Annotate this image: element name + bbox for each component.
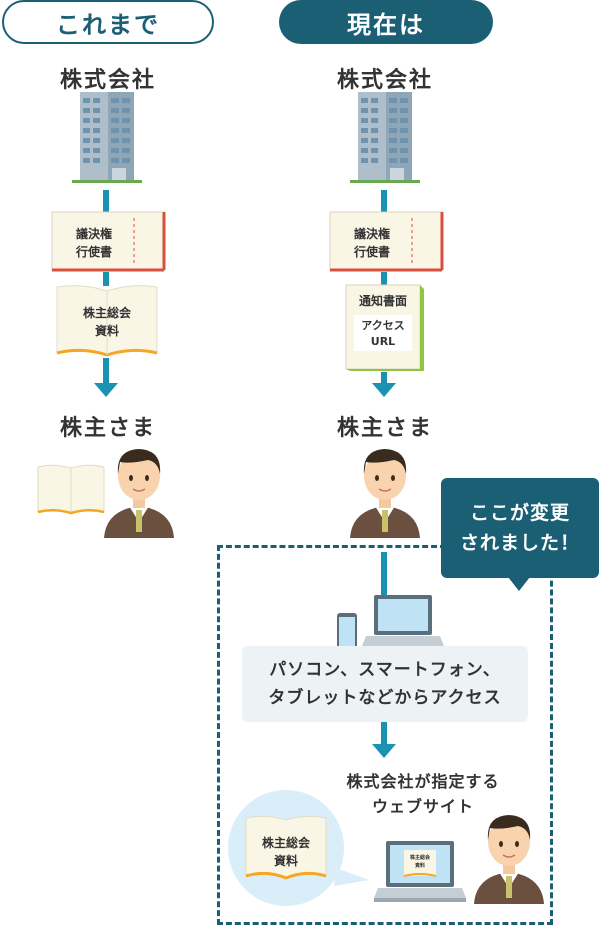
- left-proxy-form-doc: [51, 211, 166, 272]
- left-proxy-form-line2: 行使書: [75, 245, 112, 259]
- change-area-box: [217, 545, 553, 925]
- right-flow-line-2: [381, 272, 387, 286]
- bubble-materials-line2: 資料: [273, 854, 298, 868]
- access-text-line2: タブレットなどからアクセス: [268, 688, 502, 708]
- website-laptop-icon: [374, 841, 466, 902]
- screen-materials-line2: 資料: [414, 863, 425, 869]
- left-open-book-icon: [37, 464, 105, 515]
- left-proxy-form-line1: 議決権: [75, 227, 112, 241]
- left-building-icon: [72, 92, 142, 183]
- left-materials-line2: 資料: [94, 324, 119, 338]
- right-proxy-form-doc: [329, 211, 444, 272]
- callout-line1: ここが変更: [469, 501, 570, 524]
- left-flow-arrow: [94, 383, 118, 397]
- right-building-icon: [350, 92, 420, 183]
- laptop-icon: [362, 595, 444, 650]
- callout-tail: [508, 577, 530, 591]
- right-flow-line-3: [381, 372, 387, 384]
- right-notice-access-line2: URL: [370, 335, 396, 348]
- left-flow-line-3: [103, 358, 109, 384]
- screen-materials-line1: 株主総会: [409, 855, 430, 861]
- change-flow-line-2: [381, 722, 387, 746]
- left-flow-line-1: [103, 190, 109, 220]
- website-shareholder-avatar: [474, 815, 544, 904]
- smartphone-icon: [337, 613, 357, 653]
- change-flow-line-1: [381, 552, 387, 612]
- change-flow-arrow: [372, 744, 396, 758]
- website-text-line1: 株式会社が指定する: [346, 772, 500, 791]
- right-company-label: 株式会社: [336, 68, 433, 93]
- website-text-line2: ウェブサイト: [371, 796, 474, 816]
- left-materials-book: [56, 285, 158, 357]
- bubble-materials-line1: 株主総会: [261, 836, 310, 850]
- left-shareholder-avatar: [104, 449, 174, 538]
- left-flow-line-2: [103, 272, 109, 286]
- right-proxy-form-line2: 行使書: [353, 245, 390, 259]
- right-notice-access-line1: アクセス: [361, 319, 405, 332]
- callout-line2: されました！: [459, 532, 580, 554]
- right-notice-doc: [345, 284, 424, 371]
- right-flow-line-1: [381, 190, 387, 220]
- access-info-box: パソコン、スマートフォン、 タブレットなどからアクセス: [242, 646, 528, 722]
- right-shareholder-avatar: [350, 449, 420, 538]
- access-text-line1: パソコン、スマートフォン、: [269, 659, 501, 680]
- right-flow-arrow: [372, 383, 396, 397]
- materials-speech-bubble: [228, 790, 369, 906]
- right-notice-title: 通知書面: [358, 294, 407, 308]
- now-header: 現在は: [279, 0, 493, 44]
- website-text: 株式会社が指定する ウェブサイト: [318, 770, 528, 820]
- right-shareholder-label: 株主さま: [336, 416, 433, 441]
- left-materials-line1: 株主総会: [82, 306, 131, 320]
- left-shareholder-label: 株主さま: [59, 416, 156, 441]
- left-company-label: 株式会社: [59, 68, 156, 93]
- right-proxy-form-line1: 議決権: [353, 227, 390, 241]
- before-header: これまで: [2, 0, 214, 44]
- change-callout: ここが変更 されました！: [441, 478, 599, 578]
